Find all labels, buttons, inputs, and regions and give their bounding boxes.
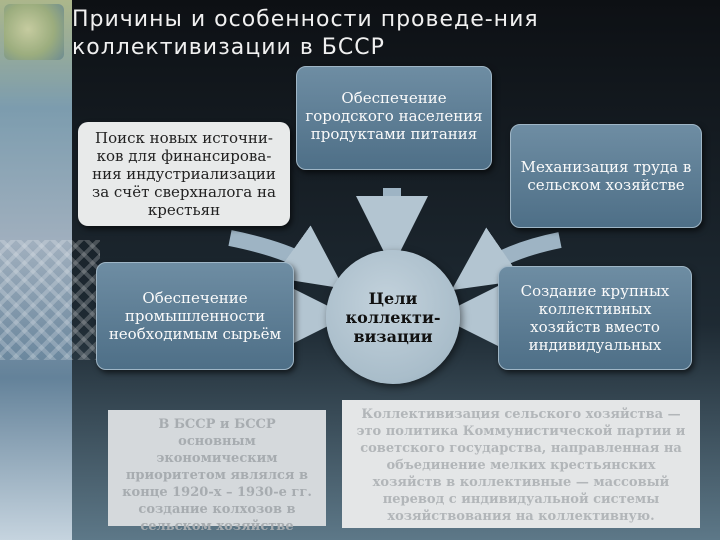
decorative-side-strip bbox=[0, 0, 72, 540]
goal-mechanization-box: Механизация труда в сельском хозяйстве bbox=[510, 124, 702, 228]
arrow-from-finance bbox=[228, 225, 345, 289]
goal-collective-farms-box: Создание крупных коллективных хозяйств в… bbox=[498, 266, 692, 370]
goal-finance-box: Поиск новых источни-ков для финансирова-… bbox=[78, 122, 290, 226]
ornament-pattern bbox=[0, 240, 100, 360]
faded-note-left: В БССР и БССР основным экономическим при… bbox=[108, 410, 326, 534]
goal-food-box: Обеспечение городского населения продукт… bbox=[296, 66, 492, 170]
center-goals-circle: Цели коллекти-визации bbox=[326, 250, 460, 384]
belarus-map-icon bbox=[4, 4, 64, 60]
arrow-from-mechanization bbox=[451, 227, 562, 291]
faded-note-right: Коллективизация сельского хозяйства — эт… bbox=[342, 400, 700, 528]
goal-raw-materials-box: Обеспечение промышленности необходимым с… bbox=[96, 262, 294, 370]
page-title: Причины и особенности проведе-ния коллек… bbox=[72, 7, 539, 60]
